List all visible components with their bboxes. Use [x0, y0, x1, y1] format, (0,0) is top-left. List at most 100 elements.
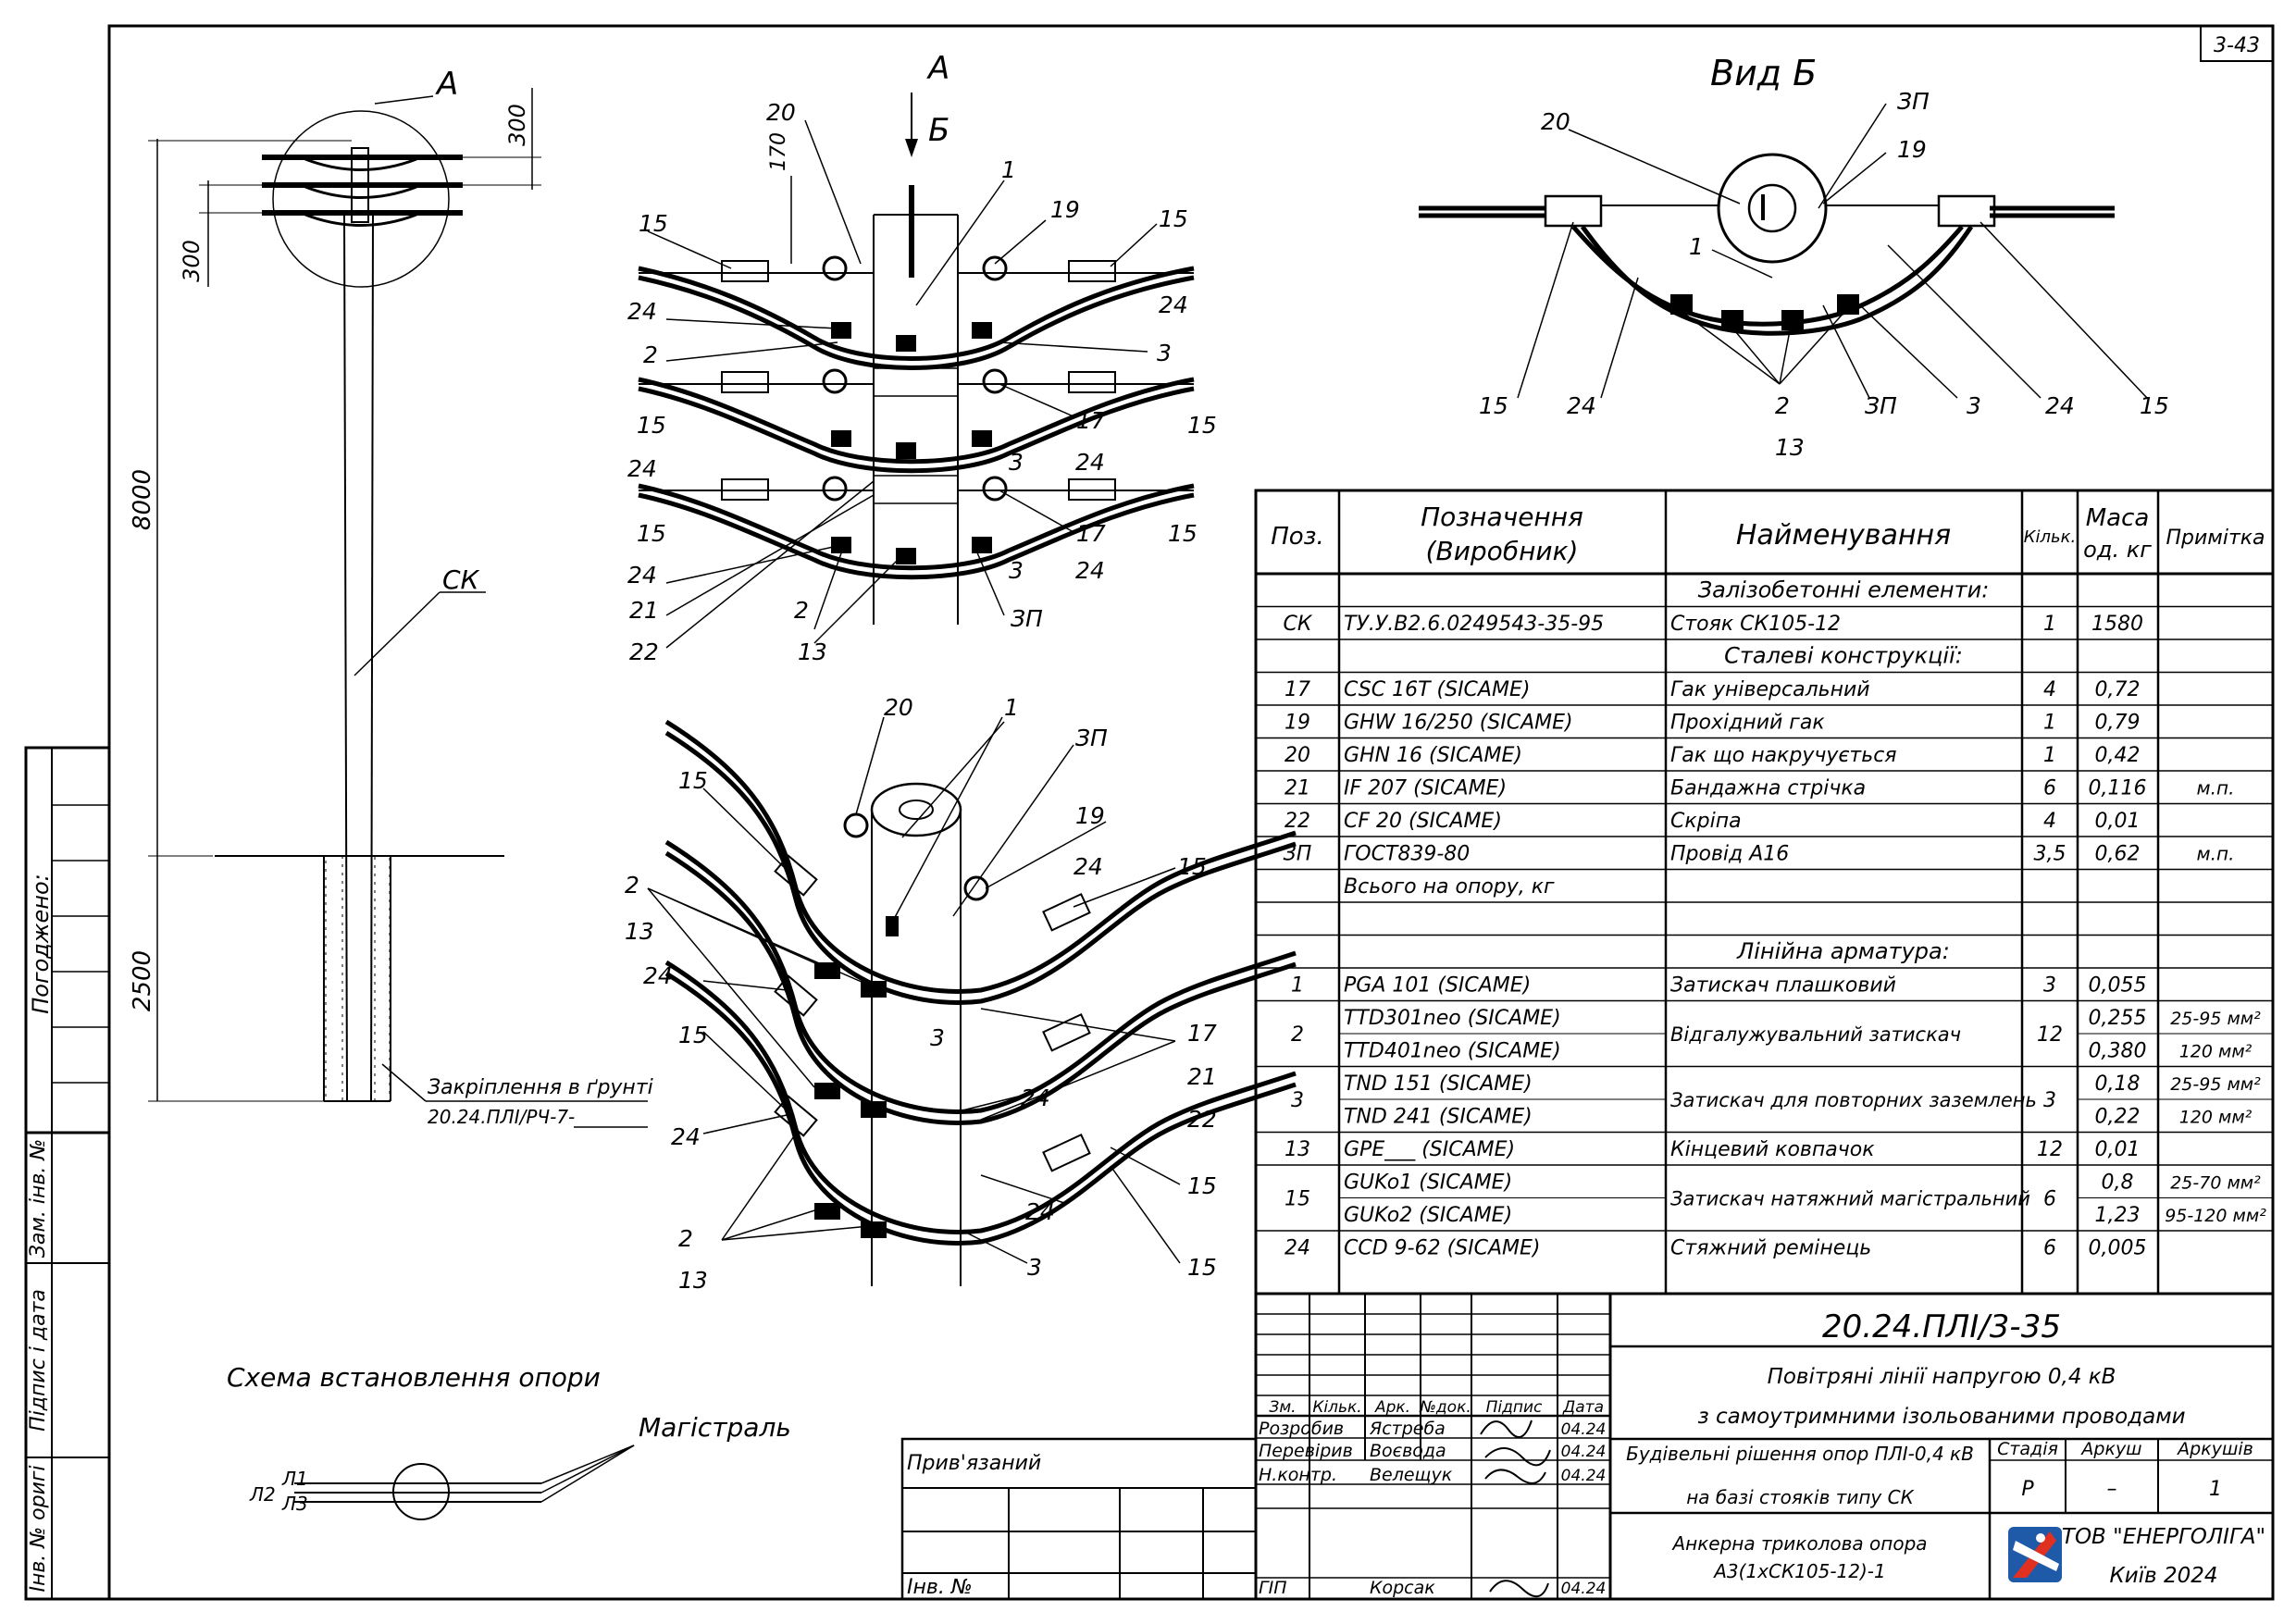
- va-20: 20: [766, 99, 796, 126]
- vb-19: 19: [1897, 136, 1927, 163]
- stamp-replaced: Зам. інв. №: [27, 1139, 50, 1258]
- va-1: 1: [1001, 156, 1016, 183]
- sheet-code: 3-43: [2214, 34, 2260, 57]
- cell-name: Гак універсальний: [1670, 678, 1870, 701]
- cell-desig: GUKo1 (SICAME): [1344, 1172, 1512, 1195]
- th-desig1: Позначення: [1421, 502, 1583, 532]
- sheets: 1: [2209, 1478, 2222, 1501]
- vb-24a: 24: [1567, 392, 1596, 419]
- cell-desig: TTD301neo (SICAME): [1344, 1007, 1561, 1030]
- sheet-code-box: [2200, 25, 2274, 62]
- installation-scheme: Схема встановлення опори Магістраль Л1 Л…: [227, 1362, 791, 1520]
- cell-name: Затискач для повторних заземлень: [1670, 1089, 2037, 1111]
- cell-desig: ТУ.У.В2.6.0249543-35-95: [1344, 613, 1604, 636]
- iv-15b: 15: [1177, 853, 1207, 880]
- drawing-1: Анкерна триколова опора: [1670, 1532, 1927, 1555]
- th-mass2: од. кг: [2083, 537, 2152, 563]
- stamp-orig: Інв. № оригі: [27, 1465, 50, 1592]
- ground-note-2: 20.24.ПЛІ/РЧ-7-: [428, 1106, 575, 1128]
- subject-2: на базі стояків типу СК: [1686, 1486, 1914, 1508]
- cell-note: 120 мм²: [2179, 1108, 2253, 1128]
- iv-19: 19: [1075, 802, 1105, 829]
- tb-name: Воєвода: [1370, 1441, 1446, 1461]
- scheme-l3: Л3: [281, 1493, 308, 1515]
- cell-desig: GUKo2 (SICAME): [1344, 1204, 1512, 1227]
- view-b-title: Вид Б: [1710, 53, 1817, 93]
- cell-desig: CF 20 (SICAME): [1344, 810, 1502, 833]
- iv-15c: 15: [678, 1022, 708, 1048]
- cell-mass: 0,8: [2102, 1172, 2134, 1195]
- va-24d: 24: [1075, 449, 1105, 476]
- iv-21: 21: [1187, 1063, 1217, 1090]
- cell-mass: 0,22: [2095, 1106, 2141, 1129]
- cell-mass: 0,72: [2095, 678, 2141, 701]
- cell-qty: 1: [2043, 744, 2056, 767]
- va-21: 21: [629, 597, 659, 624]
- iv-3b: 3: [1027, 1254, 1042, 1281]
- view-b-top: Вид Б 20 ЗП 19 1: [1419, 53, 2169, 461]
- cell-pos: 21: [1285, 777, 1310, 800]
- cell-desig: Всього на опору, кг: [1344, 875, 1555, 899]
- iv-20: 20: [884, 694, 913, 721]
- va-24c: 24: [627, 455, 657, 482]
- ground-note-1: Закріплення в ґрунті: [428, 1076, 653, 1099]
- cell-desig: IF 207 (SICAME): [1344, 777, 1507, 800]
- cell-name: Бандажна стрічка: [1670, 777, 1866, 800]
- sheets-h: Аркушів: [2176, 1439, 2253, 1459]
- pole-label-ck: СК: [442, 564, 480, 595]
- view-a-label-a: А: [926, 50, 949, 87]
- iv-1: 1: [1004, 694, 1019, 721]
- dim-300-side: 300: [179, 240, 205, 282]
- tb-date: 04.24: [1561, 1443, 1607, 1461]
- cell-desig: CSC 16T (SICAME): [1344, 678, 1530, 701]
- cell-name: Стояк СК105-12: [1670, 613, 1841, 636]
- vb-24b: 24: [2045, 392, 2075, 419]
- cell-pos: 19: [1285, 712, 1310, 735]
- cell-desig: ГОСТ839-80: [1344, 843, 1470, 866]
- va-22: 22: [629, 638, 659, 665]
- cell-qty: 3: [2043, 1089, 2056, 1112]
- cell-name: Кінцевий ковпачок: [1670, 1138, 1875, 1161]
- dim-300-top: 300: [504, 104, 530, 146]
- va-24f: 24: [1075, 557, 1105, 584]
- th-qty: Кільк.: [2024, 527, 2077, 547]
- tb-role: Розробив: [1259, 1419, 1344, 1439]
- cell-pos: 17: [1285, 678, 1310, 701]
- iv-3p: ЗП: [1075, 725, 1108, 751]
- vb-15a: 15: [1479, 392, 1508, 419]
- cell-qty: 6: [2043, 1188, 2056, 1211]
- subject-1: Будівельні рішення опор ПЛІ-0,4 кВ: [1626, 1443, 1974, 1465]
- side-stamp: Погоджено: Зам. інв. № Підпис і дата Інв…: [24, 746, 111, 1601]
- tb-name: Корсак: [1370, 1578, 1435, 1598]
- th-name: Найменування: [1736, 519, 1951, 552]
- cell-pos: ЗП: [1284, 843, 1312, 866]
- company-logo: [2008, 1527, 2062, 1582]
- tb-role: ГІП: [1259, 1578, 1286, 1598]
- tb-date: 04.24: [1561, 1580, 1607, 1598]
- cell-qty: 3: [2043, 974, 2056, 998]
- vb-20: 20: [1541, 108, 1570, 135]
- pole-elevation: А 8000 2500 300 300: [129, 66, 653, 1128]
- inv-label: Інв. №: [907, 1576, 973, 1599]
- iv-22: 22: [1187, 1106, 1217, 1133]
- cell-name: Гак що накручується: [1670, 744, 1897, 767]
- vb-15b: 15: [2140, 392, 2169, 419]
- va-2a: 2: [643, 341, 658, 368]
- cell-note: м.п.: [2197, 777, 2235, 800]
- cell-qty: 12: [2037, 1138, 2063, 1161]
- section-heading: Залізобетонні елементи:: [1698, 577, 1990, 603]
- cell-pos: 1: [1291, 974, 1304, 998]
- cell-note: м.п.: [2197, 843, 2235, 865]
- cell-name: Скріпа: [1670, 810, 1742, 833]
- va-15d: 15: [1187, 412, 1217, 439]
- tb-col-header: Зм.: [1269, 1398, 1296, 1417]
- tb-col-header: Кільк.: [1312, 1398, 1361, 1417]
- company: ТОВ "ЕНЕРГОЛІГА": [2062, 1525, 2265, 1549]
- stage-h: Стадія: [1997, 1439, 2058, 1459]
- va-3p: ЗП: [1011, 605, 1043, 632]
- cell-desig: TND 151 (SICAME): [1344, 1072, 1533, 1096]
- view-a-label-b: Б: [928, 112, 949, 149]
- va-15c: 15: [637, 412, 666, 439]
